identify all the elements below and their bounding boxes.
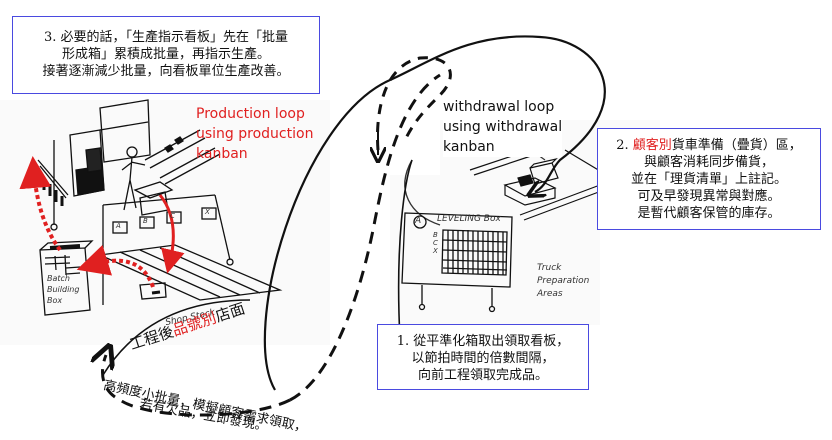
note-batch-building: 3. 必要的話，「生產指示看板」先在「批量 形成箱」累積成批量，再指示生產。 接… <box>12 16 320 94</box>
production-loop-line: using production <box>196 126 314 142</box>
batch-building-box-label: Batch Building Box <box>47 273 79 306</box>
note-leveling-withdrawal: 1. 從平準化箱取出領取看板， 以節拍時間的倍數間隔， 向前工程領取完成品。 <box>377 324 589 390</box>
note1-line: 向前工程領取完成品。 <box>417 368 548 383</box>
leveling-row-label: C <box>433 239 438 247</box>
production-loop-label: Production loop using production kanban <box>196 104 313 164</box>
note2-highlight: 顧客別 <box>632 138 672 153</box>
withdrawal-loop-line: withdrawal loop <box>443 99 555 115</box>
note3-line: 接著逐漸減少批量，向看板單位生產改善。 <box>42 64 290 79</box>
withdrawal-loop-dashed-top <box>376 56 452 151</box>
leveling-row-label: B <box>433 231 438 239</box>
batch-label-line: Building <box>47 285 80 294</box>
production-arrow-dotted-left <box>19 156 62 252</box>
note1-line: 以節拍時間的倍數間隔， <box>411 351 555 366</box>
truck-label-line: Preparation <box>537 276 590 286</box>
production-sketch-background <box>0 100 330 345</box>
withdrawal-loop-inner-line <box>397 159 413 341</box>
production-arrow-solid <box>158 194 185 274</box>
withdrawal-loop-dashed-return <box>289 73 441 402</box>
post-label-c: C <box>170 212 175 220</box>
note2-line: 是暫代顧客保管的庫存。 <box>637 206 781 221</box>
withdrawal-loop-line: kanban <box>443 139 495 155</box>
withdrawal-loop-dashed-line <box>103 355 291 417</box>
post-label-b: B <box>143 217 148 225</box>
leveling-box-label: LEVELING Box <box>437 214 501 224</box>
note1-line: 1. 從平準化箱取出領取看板， <box>396 334 570 349</box>
truck-preparation-label: Truck Preparation Areas <box>537 262 589 301</box>
truck-label-line: Areas <box>537 289 563 299</box>
production-loop-line: kanban <box>196 146 248 162</box>
note2-number: 2. <box>616 138 633 153</box>
truck-label-line: Truck <box>537 263 562 273</box>
note2-line: 可及早發現異常與對應。 <box>637 189 781 204</box>
leveling-box-a-marker: A <box>415 216 422 226</box>
batch-label-line: Box <box>47 296 63 305</box>
leveling-box-sketch <box>401 212 513 313</box>
note2-line: 與顧客消耗同步備貨， <box>643 155 774 170</box>
note2-line: 並在「理貨清單」上註記。 <box>630 172 787 187</box>
leveling-box-pointer-line <box>404 159 441 226</box>
note3-line: 3. 必要的話，「生產指示看板」先在「批量 <box>43 30 289 45</box>
note3-line: 形成箱」累積成批量，再指示生產。 <box>61 47 270 62</box>
leveling-row-labels: B C X <box>433 231 441 255</box>
machine-sketch <box>37 99 283 316</box>
production-loop-line: Production loop <box>196 106 305 122</box>
production-arrow-dotted-lower <box>76 244 155 288</box>
note2-line1-rest: 貨車準備（疊貨）區， <box>671 138 802 153</box>
batch-label-line: Batch <box>47 274 70 283</box>
withdrawal-loop-line: using withdrawal <box>443 119 563 135</box>
post-label-a: A <box>116 222 121 230</box>
note2-first-line: 2. 顧客別貨車準備（疊貨）區， <box>598 137 820 154</box>
withdrawal-loop-label: withdrawal loop using withdrawal kanban <box>443 97 563 157</box>
note-truck-preparation: 2. 顧客別貨車準備（疊貨）區， 與顧客消耗同步備貨， 並在「理貨清單」上註記。… <box>597 128 821 230</box>
leveling-row-label: X <box>433 247 438 255</box>
post-label-x: X <box>205 208 210 216</box>
withdrawal-loop-solid-line <box>263 35 606 391</box>
